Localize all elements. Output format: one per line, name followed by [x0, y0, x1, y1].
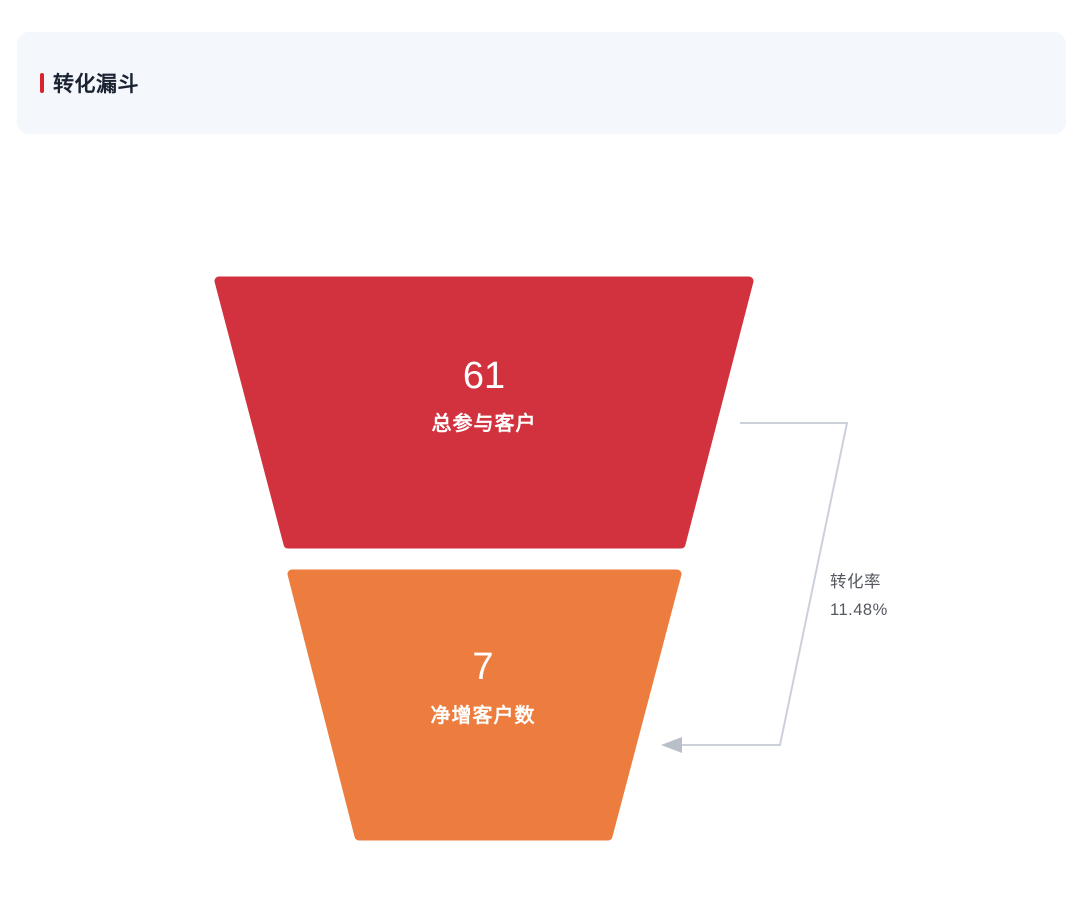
panel-header: 转化漏斗 [17, 32, 1066, 134]
stage-total-label: 总参与客户 [432, 411, 537, 435]
funnel-stage-net[interactable] [287, 569, 682, 841]
conversion-rate-value: 11.48% [830, 601, 888, 619]
conversion-arrowhead-icon [661, 737, 682, 753]
stage-net-label: 净增客户数 [431, 703, 536, 727]
title-accent-bar [40, 73, 44, 93]
funnel-stage-total[interactable] [214, 276, 754, 549]
stage-total-value: 61 [463, 355, 505, 397]
stage-net-value: 7 [472, 646, 493, 688]
conversion-rate-label: 转化率 [830, 572, 881, 591]
conversion-connector-line [672, 422, 849, 746]
panel-title: 转化漏斗 [53, 73, 139, 96]
